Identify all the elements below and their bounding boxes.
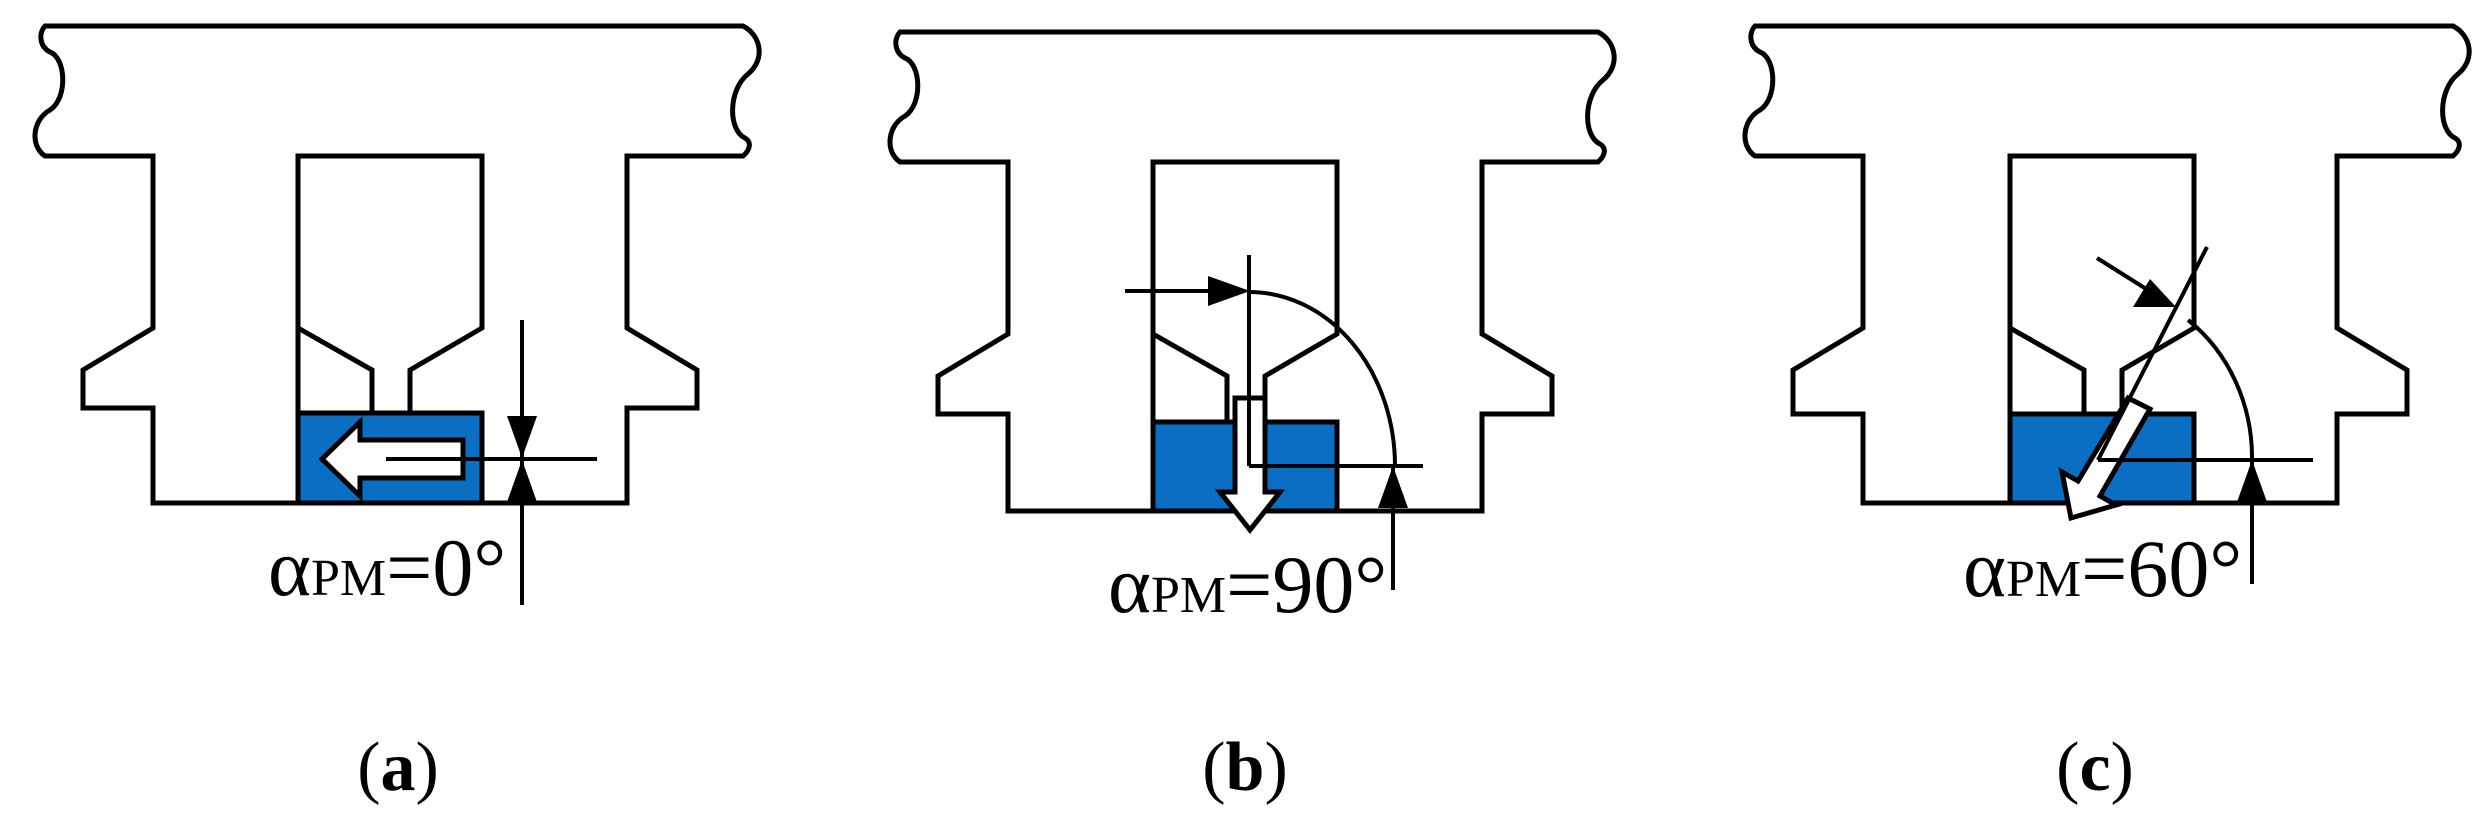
alpha-value-b: =90°: [1226, 539, 1387, 630]
core-outline-b: [887, 29, 1617, 514]
panel-b: αPM=90° (b): [887, 29, 1617, 806]
alpha-value-a: =0°: [386, 522, 506, 613]
caption-open-a: (: [357, 729, 380, 806]
alpha-value-c: =60°: [2081, 523, 2242, 614]
angle-arc-b: [1248, 290, 1397, 467]
alpha-symbol-c: α: [1963, 523, 2006, 614]
caption-open-c: (: [2056, 729, 2079, 806]
panel-c: αPM=60° (c): [1742, 23, 2472, 806]
slot-inner-c: [2007, 153, 2197, 414]
panel-a: αPM=0° (a): [32, 23, 762, 806]
angle-arrowhead-c: [2237, 460, 2267, 502]
caption-letter-a: a: [381, 729, 416, 806]
caption-a: (a): [357, 729, 439, 806]
slot-inner-a: [295, 153, 485, 413]
caption-close-a: ): [416, 729, 439, 806]
angle-arrow-top-a: [507, 416, 537, 458]
caption-open-b: (: [1202, 729, 1225, 806]
alpha-symbol-a: α: [268, 522, 311, 613]
alpha-label-c: αPM=60°: [1963, 523, 2242, 614]
caption-close-b: ): [1264, 729, 1287, 806]
core-outline-a: [32, 23, 762, 506]
alpha-symbol-b: α: [1108, 539, 1151, 630]
angle-arc-c: [2186, 318, 2255, 461]
force-arrowhead-c: [2133, 279, 2176, 307]
force-arrowhead-b: [1208, 276, 1250, 306]
alpha-subscript-a: PM: [311, 550, 386, 607]
alpha-label-b: αPM=90°: [1108, 539, 1387, 630]
slanted-reference-c: [2096, 246, 2209, 461]
angle-arrow-bottom-a: [507, 460, 537, 502]
core-outline-c: [1742, 23, 2472, 506]
force-arrow-line-c: [2095, 256, 2153, 294]
alpha-subscript-c: PM: [2006, 551, 2081, 608]
caption-letter-c: c: [2079, 729, 2110, 806]
alpha-label-a: αPM=0°: [268, 522, 506, 613]
angle-arrowhead-b: [1378, 466, 1408, 508]
caption-c: (c): [2056, 729, 2134, 806]
alpha-subscript-b: PM: [1151, 567, 1226, 624]
caption-b: (b): [1202, 729, 1288, 806]
slot-inner-b: [1150, 159, 1340, 422]
caption-letter-b: b: [1226, 729, 1265, 806]
caption-close-c: ): [2111, 729, 2134, 806]
